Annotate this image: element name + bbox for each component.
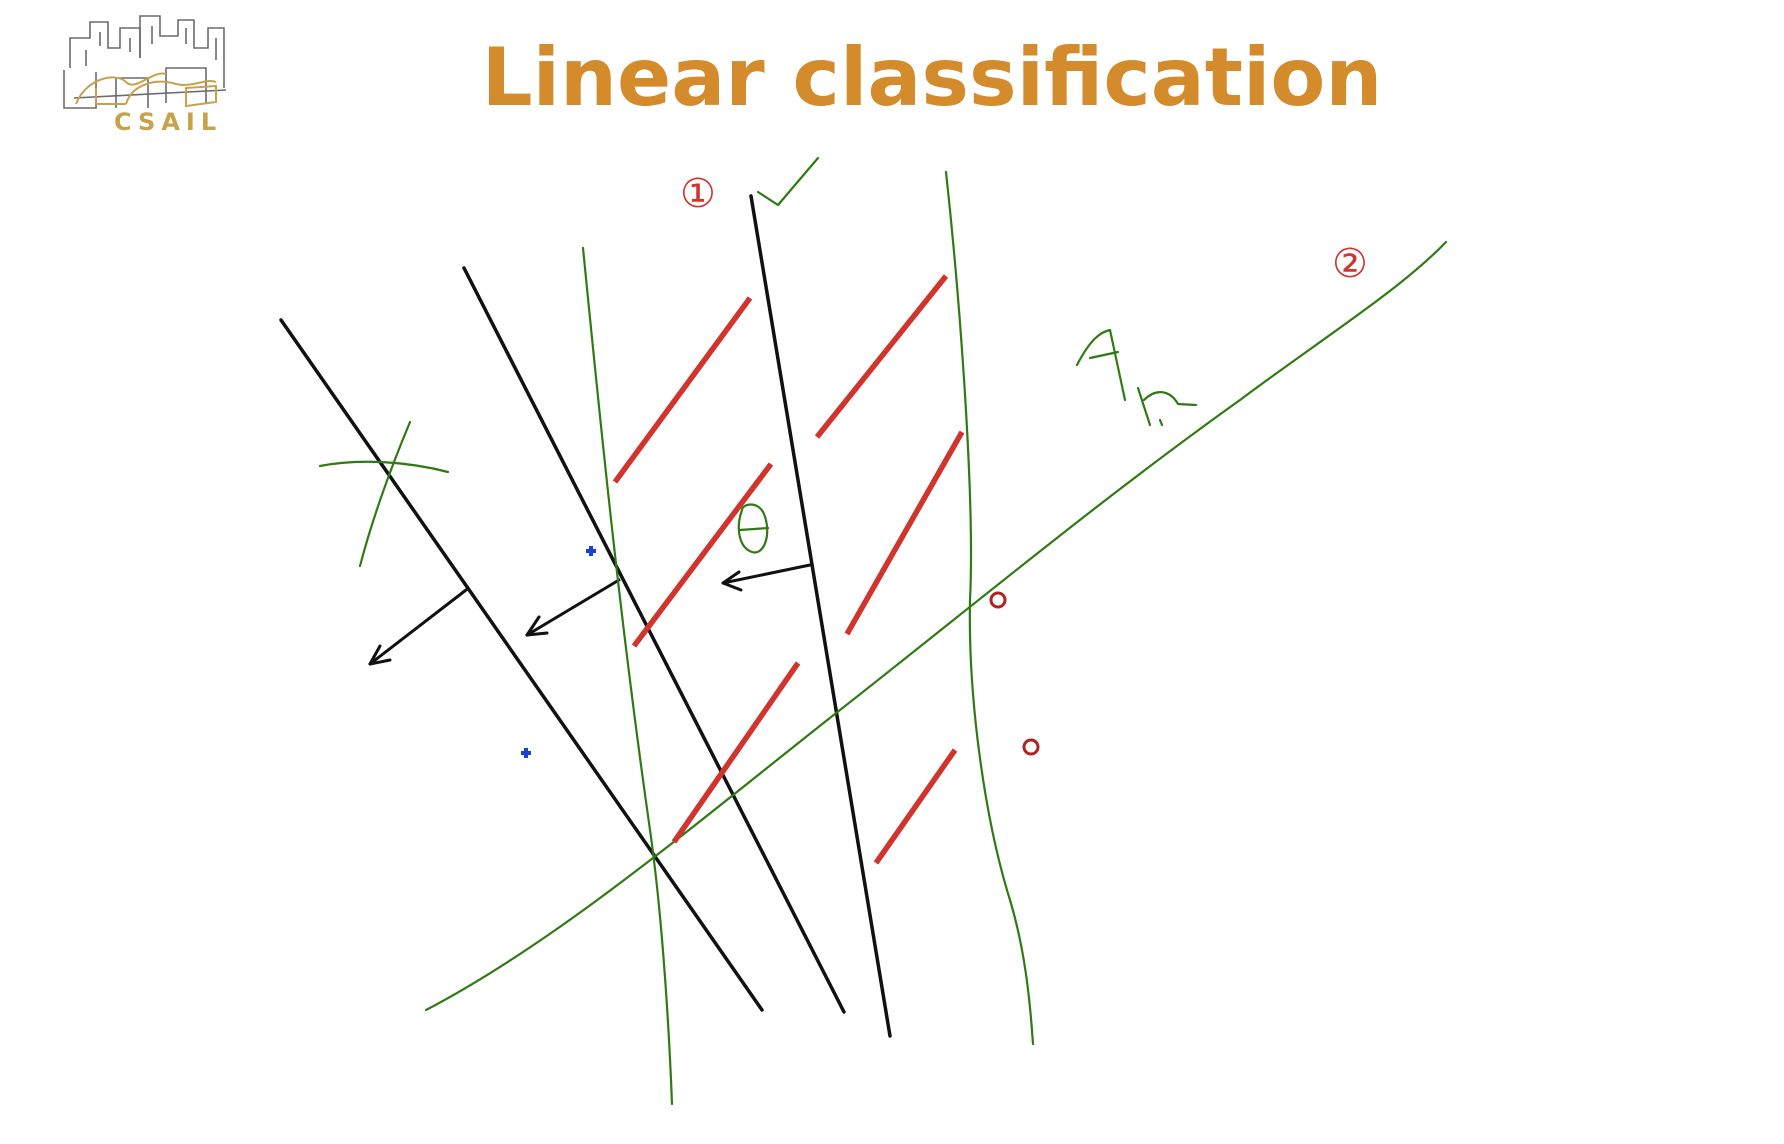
black-line-2 [462,266,846,1014]
positive-point-1 [586,546,596,556]
label-two: ② [1332,241,1368,287]
red-stroke-4 [814,274,949,439]
red-stroke-3 [671,661,801,844]
red-stroke-1 [612,296,753,484]
csail-building-icon [63,15,227,109]
negative-point-2 [1022,738,1040,756]
negative-points [989,591,1040,756]
positive-point-2 [521,748,531,758]
green-diagonal-line [424,240,1448,1012]
normal-arrow-3 [721,563,812,585]
green-vertical-left [581,246,674,1106]
positive-points [521,546,596,758]
normal-arrows [368,563,812,666]
black-hyperplanes [279,194,892,1038]
green-vertical-right [944,170,1035,1046]
label-one: ① [680,171,716,217]
normal-arrow-1 [368,588,468,666]
green-tail [1158,418,1164,427]
red-stroke-2 [631,462,774,648]
black-line-3 [749,194,892,1038]
black-line-1 [279,318,764,1012]
green-tick-mark [756,156,820,207]
red-hatching [612,274,965,865]
csail-logo: CSAIL [56,8,236,143]
red-stroke-5 [844,430,965,636]
slide-title: Linear classification [481,31,1383,124]
normal-arrow-2 [525,578,621,637]
logo-text: CSAIL [114,108,223,136]
negative-point-1 [989,591,1007,609]
green-a-letter [1075,328,1127,402]
green-x-mark-1 [318,460,450,474]
green-theta [737,503,770,554]
red-stroke-6 [873,748,958,865]
green-ink [318,156,1448,1106]
green-x-mark-2 [358,420,412,568]
green-h-letter [1136,386,1198,427]
